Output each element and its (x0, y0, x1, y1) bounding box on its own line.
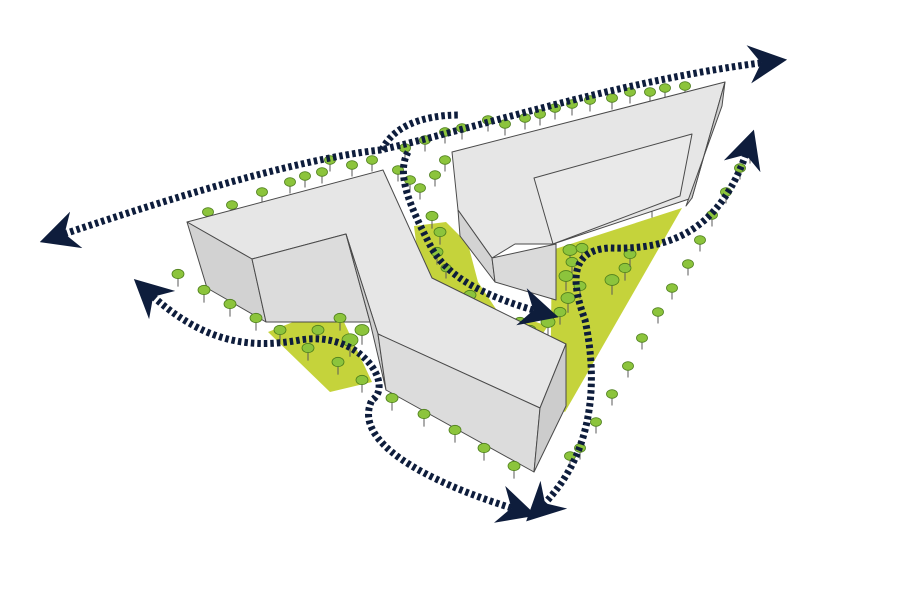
central-passage-loop (378, 111, 461, 152)
tree-icon (439, 155, 451, 172)
tree-icon (606, 93, 618, 110)
tree-icon (606, 389, 618, 406)
tree-icon (519, 113, 531, 130)
tree-icon (574, 443, 586, 460)
tree-icon (171, 268, 185, 287)
tree-icon (666, 283, 678, 300)
west-loop-arrow (133, 278, 537, 523)
east-loop-arrow (526, 129, 761, 522)
flow-arrows (39, 45, 788, 523)
tree-icon (346, 160, 358, 177)
tree-icon (622, 361, 634, 378)
tree-icon (414, 183, 426, 200)
tree-icon (429, 170, 441, 187)
tree-icon (197, 284, 211, 303)
tree-icon (249, 312, 263, 331)
tree-icon (507, 460, 521, 479)
tree-icon (694, 235, 706, 252)
tree-icon (590, 417, 602, 434)
tree-icon (223, 298, 237, 317)
tree-icon (636, 333, 648, 350)
tree-icon (652, 307, 664, 324)
tree-icon (284, 177, 296, 194)
tree-icon (316, 167, 328, 184)
north-axis-arrow (39, 45, 788, 249)
tree-icon (299, 171, 311, 188)
tree-icon (682, 259, 694, 276)
tree-icon (366, 155, 378, 172)
